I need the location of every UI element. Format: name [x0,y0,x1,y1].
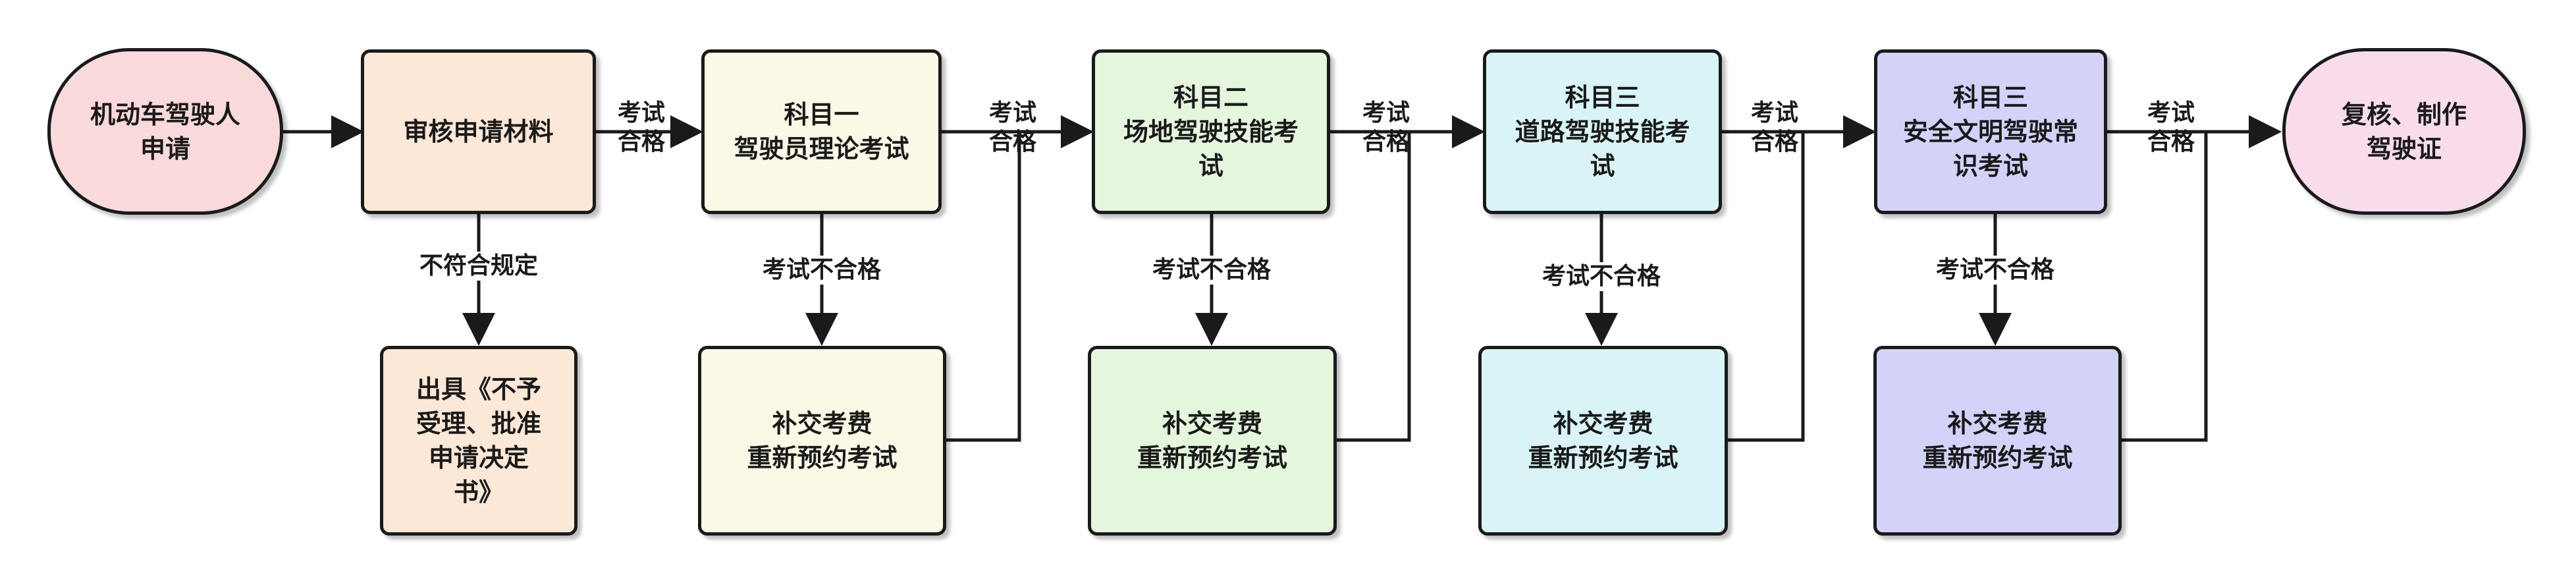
node-retake3-text: 补交考费 重新预约考试 [1528,409,1678,472]
node-retake1-text: 补交考费 重新预约考试 [747,409,898,472]
label-pass-4: 考试 合格 [1750,99,1798,155]
node-review: 审核申请材料 [361,49,596,214]
node-subject3safety: 科目三 安全文明驾驶常 识考试 [1874,49,2107,214]
label-pass-3: 考试 合格 [1362,99,1410,155]
node-end: 复核、制作 驾驶证 [2282,48,2526,215]
label-fail-1: 考试不合格 [756,256,888,285]
node-start: 机动车驾驶人 申请 [47,48,283,215]
loop-retake2 [1337,115,1485,442]
loop-retake4 [2122,115,2282,442]
label-pass-1: 考试 合格 [617,99,665,155]
label-not-compliant: 不符合规定 [406,252,551,281]
node-subject3safety-text: 科目三 安全文明驾驶常 识考试 [1902,83,2078,180]
node-review-text: 审核申请材料 [403,117,554,146]
node-retake4: 补交考费 重新预约考试 [1873,346,2122,536]
label-fail-3: 考试不合格 [1536,262,1667,291]
node-reject: 出具《不予 受理、批准 申请决定 书》 [380,346,577,536]
node-subject2-text: 科目二 场地驾驶技能考 试 [1123,83,1299,180]
node-subject1-text: 科目一 驾驶员理论考试 [734,100,909,163]
node-end-text: 复核、制作 驾驶证 [2341,99,2467,163]
node-subject3road-text: 科目三 道路驾驶技能考 试 [1515,83,1690,180]
label-fail-4: 考试不合格 [1929,256,2061,285]
node-retake1: 补交考费 重新预约考试 [698,346,946,536]
label-pass-5: 考试 合格 [2147,99,2195,155]
node-reject-text: 出具《不予 受理、批准 申请决定 书》 [416,375,541,507]
node-retake3: 补交考费 重新预约考试 [1478,346,1728,536]
label-pass-2: 考试 合格 [988,99,1036,155]
label-fail-2: 考试不合格 [1146,256,1277,285]
node-start-text: 机动车驾驶人 申请 [90,99,240,163]
loop-retake3 [1728,115,1876,442]
node-retake2-text: 补交考费 重新预约考试 [1137,409,1287,472]
node-retake4-text: 补交考费 重新预约考试 [1922,409,2073,472]
node-retake2: 补交考费 重新预约考试 [1088,346,1337,536]
loop-retake1 [946,115,1094,442]
node-subject3road: 科目三 道路驾驶技能考 试 [1483,49,1722,214]
node-subject1: 科目一 驾驶员理论考试 [701,49,942,214]
node-subject2: 科目二 场地驾驶技能考 试 [1092,49,1330,214]
